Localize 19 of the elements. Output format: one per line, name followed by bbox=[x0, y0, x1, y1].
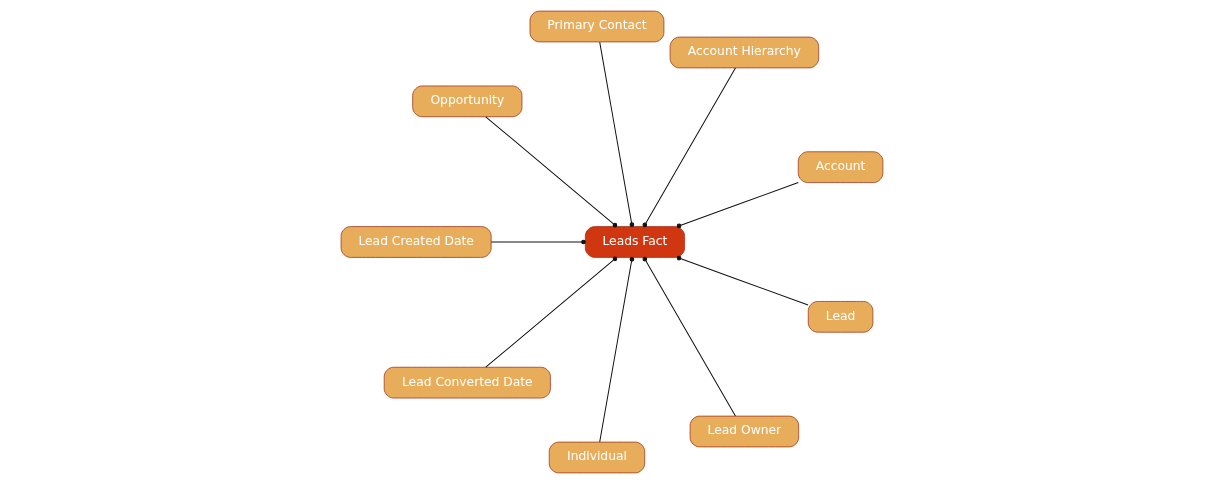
node-box: Lead Converted Date bbox=[383, 366, 551, 399]
connector bbox=[676, 182, 799, 229]
node-box: Lead Owner bbox=[689, 415, 799, 448]
connector bbox=[599, 41, 635, 228]
connector bbox=[599, 256, 635, 443]
node-box: Opportunity bbox=[412, 85, 523, 118]
connector bbox=[485, 116, 618, 228]
node-box: Account Hierarchy bbox=[669, 36, 820, 69]
node-box: Lead Created Date bbox=[340, 226, 492, 258]
connector bbox=[642, 67, 736, 228]
node-box: Account bbox=[797, 151, 884, 183]
node-box: Primary Contact bbox=[529, 10, 665, 43]
connector bbox=[642, 256, 736, 417]
node-box: Leads Fact bbox=[584, 226, 685, 258]
node-box: Individual bbox=[548, 441, 646, 474]
connector bbox=[485, 256, 618, 368]
connector bbox=[490, 239, 586, 245]
node-box: Lead bbox=[807, 301, 874, 333]
connector bbox=[676, 255, 809, 306]
